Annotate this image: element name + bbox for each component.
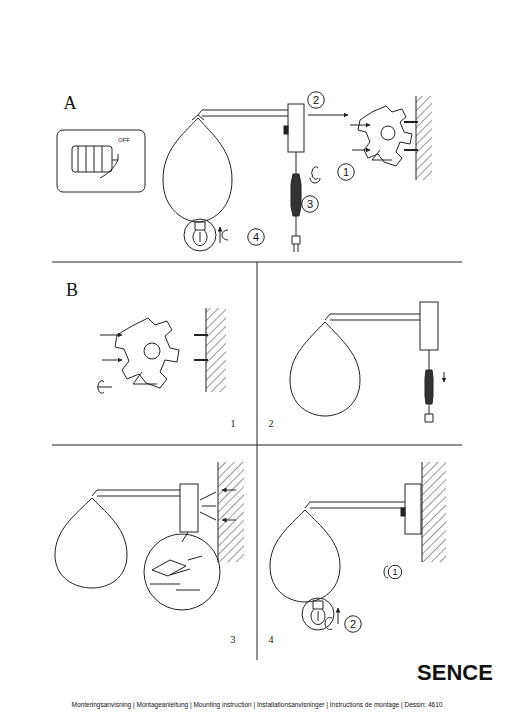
panel-label: A: [64, 94, 77, 112]
panel-label: 1: [231, 419, 236, 429]
callout-number: 1: [392, 568, 397, 577]
callout-circle: [302, 196, 319, 213]
panel-label: 3: [231, 635, 236, 645]
panel-label: 4: [269, 635, 274, 645]
panel-label: 2: [269, 419, 274, 429]
callout-circle: [308, 92, 325, 109]
brand-name: SENCE: [417, 662, 493, 684]
callout-number: 1: [343, 167, 349, 178]
panel-label: B: [66, 281, 78, 299]
callout-circle: [248, 229, 265, 246]
callout-circle: [338, 164, 355, 181]
callout-number: 2: [350, 619, 356, 630]
panel-label: OFF: [118, 137, 130, 143]
callout-number: 2: [313, 95, 319, 106]
callout-circle: [388, 565, 402, 579]
callout-number: 3: [307, 199, 313, 210]
footer-text: Monteringsanvisning | Montageanleitung |…: [72, 702, 443, 709]
callout-circle: [345, 616, 362, 633]
callout-number: 4: [253, 232, 259, 243]
